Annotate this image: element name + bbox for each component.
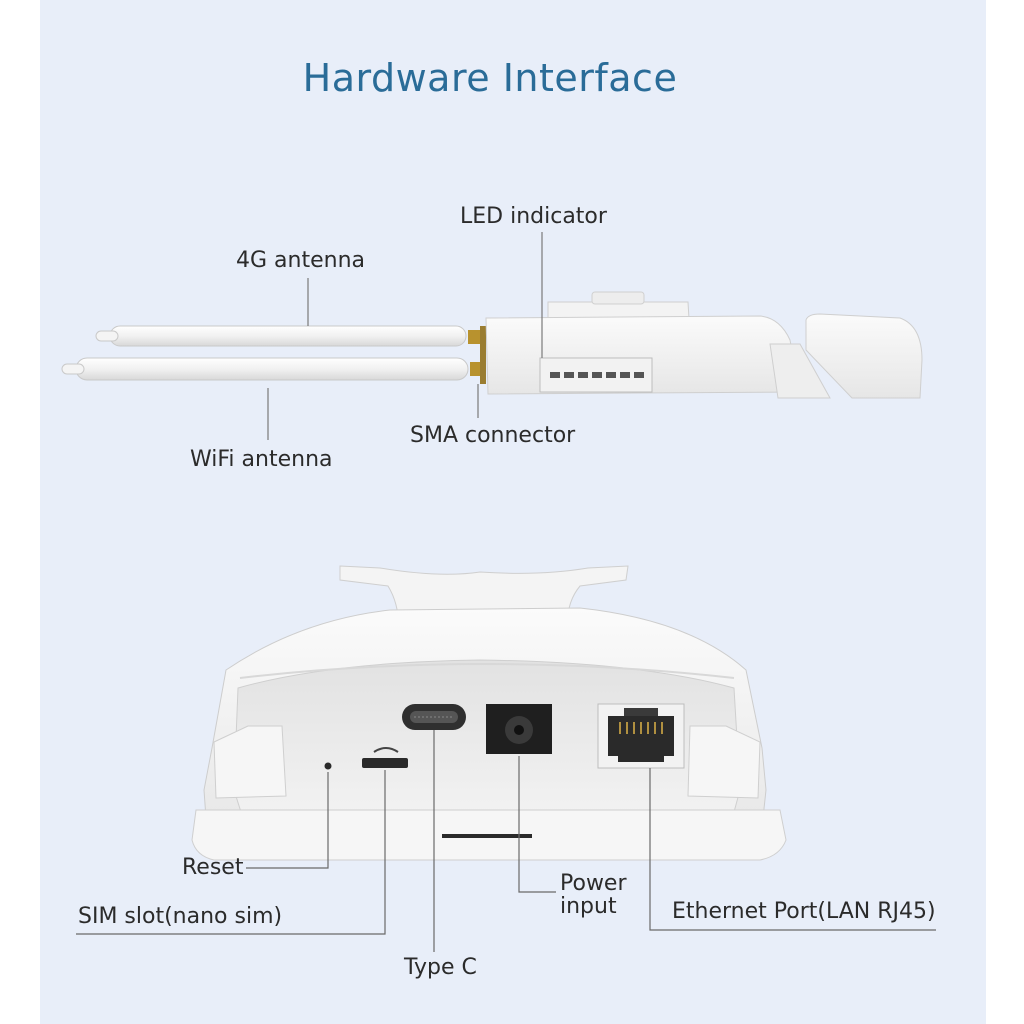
label-sim-slot: SIM slot(nano sim) xyxy=(78,904,283,929)
antenna-wifi xyxy=(61,357,469,381)
label-sma-connector: SMA connector xyxy=(410,423,576,448)
label-4g-antenna: 4G antenna xyxy=(236,248,365,273)
reset-hole xyxy=(324,762,332,770)
sim-slot xyxy=(362,747,408,768)
top-leader-lines xyxy=(267,232,543,440)
label-ethernet-port: Ethernet Port(LAN RJ45) xyxy=(672,899,936,924)
power-input-jack xyxy=(486,704,552,754)
label-reset: Reset xyxy=(182,855,244,880)
page-title: Hardware Interface xyxy=(302,56,678,100)
bottom-leader-lines xyxy=(76,730,936,952)
label-power-input-line2: input xyxy=(560,894,617,919)
router-front-view xyxy=(191,565,787,861)
ethernet-rj45-port xyxy=(597,703,685,769)
sma-connector xyxy=(468,326,486,384)
led-lights xyxy=(550,372,644,378)
antenna-4g xyxy=(95,325,467,347)
usb-type-c-port xyxy=(402,704,466,730)
label-power-input-line1: Power xyxy=(560,871,627,896)
label-wifi-antenna: WiFi antenna xyxy=(190,447,333,472)
label-type-c: Type C xyxy=(404,955,477,980)
bottom-vent xyxy=(442,834,532,838)
label-led-indicator: LED indicator xyxy=(460,204,607,229)
router-side-view xyxy=(61,291,923,399)
